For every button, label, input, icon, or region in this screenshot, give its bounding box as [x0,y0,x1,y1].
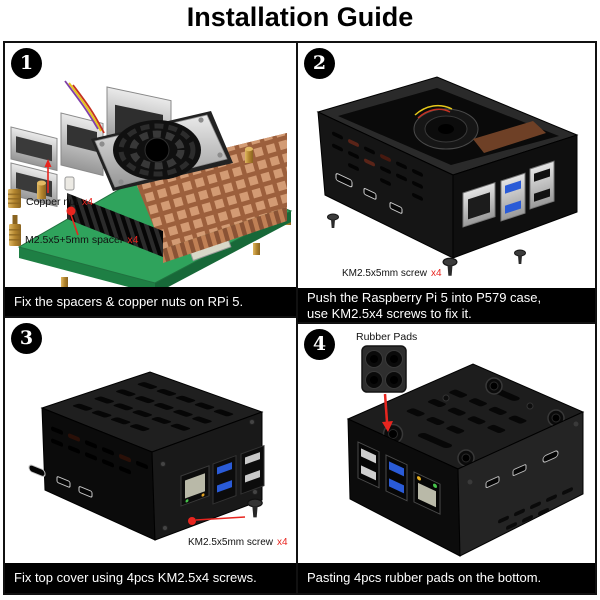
rubber-foot-mounts [382,377,565,467]
usb3-ports [212,454,237,505]
raspberry-pi-board [10,80,293,287]
micro-hdmi-port [78,486,93,498]
micro-hdmi-port [512,464,527,477]
step-4-caption: Pasting 4pcs rubber pads on the bottom. [298,563,595,593]
screw-icon [514,249,526,264]
screw-icon [442,257,458,276]
step-4-photo: Rubber Pads [346,331,585,557]
page-title: Installation Guide [186,2,414,32]
case-bottom-view [346,363,585,557]
step-number-badge: 1 [11,48,42,79]
step-1-caption: Fix the spacers & copper nuts on RPi 5. [5,287,296,316]
screw-icon [247,498,263,518]
micro-hdmi-port [389,202,403,214]
usb2-ports [240,444,265,495]
usb3-ports [385,454,408,502]
micro-hdmi-port [363,188,377,200]
micro-hdmi-port [56,476,71,488]
screw-icon [327,213,339,228]
hdmi-port [335,173,353,188]
rubber-pads-icon [361,345,407,393]
micro-hdmi-port [485,476,500,489]
step-3-caption: Fix top cover using 4pcs KM2.5x4 screws. [5,563,296,593]
step-2-caption: Push the Raspberry Pi 5 into P579 case,u… [298,288,595,322]
copper-nut-icon [8,189,21,208]
ethernet-port [413,471,441,515]
rubber-pad-arrow [383,393,389,423]
step-panel-4: Rubber Pads 4 Pasting 4pcs rubber pads o… [296,322,597,595]
step-number-badge: 3 [11,323,42,354]
screw-position-dot [188,517,196,525]
open-case-with-pi [316,76,579,259]
usb-c-port [542,450,559,463]
spacer-icon [9,215,21,246]
closed-case [28,371,265,541]
usb2-ports [529,160,555,210]
usb2-ports [357,441,380,489]
usb-c-port [28,464,46,477]
rubber-pads-label: Rubber Pads [356,331,417,343]
usb3-ports [500,172,526,222]
step-number-badge: 2 [304,48,335,79]
ethernet-port [180,465,210,507]
spacer-position-dot [66,206,76,216]
step-number-badge: 4 [304,329,335,360]
